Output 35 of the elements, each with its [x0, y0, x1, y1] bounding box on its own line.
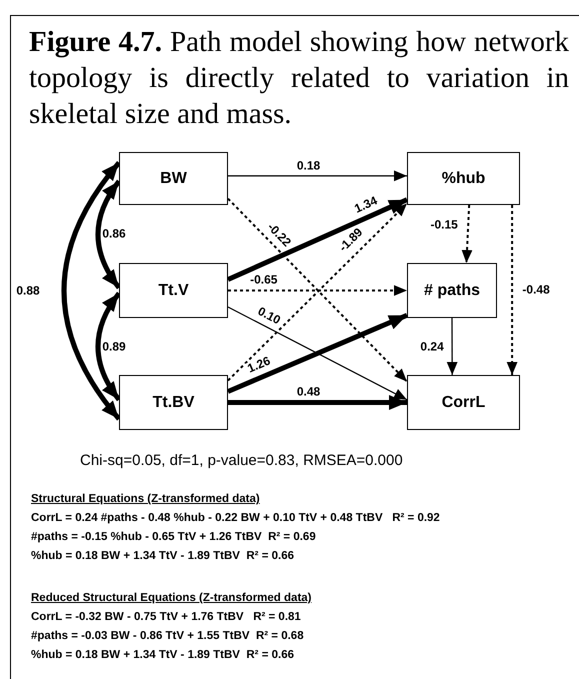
path-coefficient: 0.89 [101, 340, 127, 353]
variable-box: BW [119, 152, 228, 205]
equation: CorrL = 0.24 #paths - 0.48 %hub - 0.22 BW + 0.10 TtV + 0.48 TtBV R² = 0.92 [31, 512, 440, 524]
path-arrow [226, 197, 408, 282]
path-arrow [96, 180, 122, 290]
path-arrow [506, 205, 518, 375]
variable-box: %hub [407, 152, 520, 205]
path-coefficient: 0.88 [15, 284, 41, 298]
equation: #paths = -0.03 BW - 0.86 TtV + 1.55 TtBV R² = 0.68 [31, 630, 304, 642]
path-coefficient: -0.48 [521, 284, 551, 296]
fit-statistics: Chi-sq=0.05, df=1, p-value=0.83, RMSEA=0.000 [80, 452, 403, 469]
variable-box: Tt.V [119, 263, 228, 318]
figure-caption: Figure 4.7. Path model showing how network topology is directly related to variation in skeletal size and mass. [29, 25, 569, 132]
path-arrow [228, 170, 407, 182]
path-coefficient: -0.15 [430, 218, 459, 232]
section-heading: Reduced Structural Equations (Z-transformed data) [31, 592, 312, 604]
path-coefficient: 0.24 [419, 340, 445, 353]
equation: CorrL = -0.32 BW - 0.75 TtV + 1.76 TtBV R² = 0.81 [31, 611, 301, 623]
path-coefficient: -0.65 [249, 273, 278, 286]
variable-box: # paths [407, 263, 497, 318]
equation: #paths = -0.15 %hub - 0.65 TtV + 1.26 TtBV R² = 0.69 [31, 531, 316, 543]
path-arrow [96, 292, 122, 402]
equation: %hub = 0.18 BW + 1.34 TtV - 1.89 TtBV R² = 0.66 [31, 649, 294, 661]
variable-box: Tt.BV [119, 375, 228, 430]
path-arrow [62, 161, 121, 421]
path-arrow [228, 285, 407, 296]
section-heading: Structural Equations (Z-transformed data) [31, 493, 260, 505]
path-coefficient: 0.18 [296, 159, 322, 172]
path-arrow [228, 395, 407, 410]
path-coefficient: 0.86 [101, 228, 127, 241]
variable-box: CorrL [407, 375, 520, 430]
equation: %hub = 0.18 BW + 1.34 TtV - 1.89 TtBV R² = 0.66 [31, 550, 294, 562]
path-coefficient: 0.48 [296, 385, 322, 398]
path-arrow [462, 204, 472, 264]
path-arrow [446, 318, 458, 375]
